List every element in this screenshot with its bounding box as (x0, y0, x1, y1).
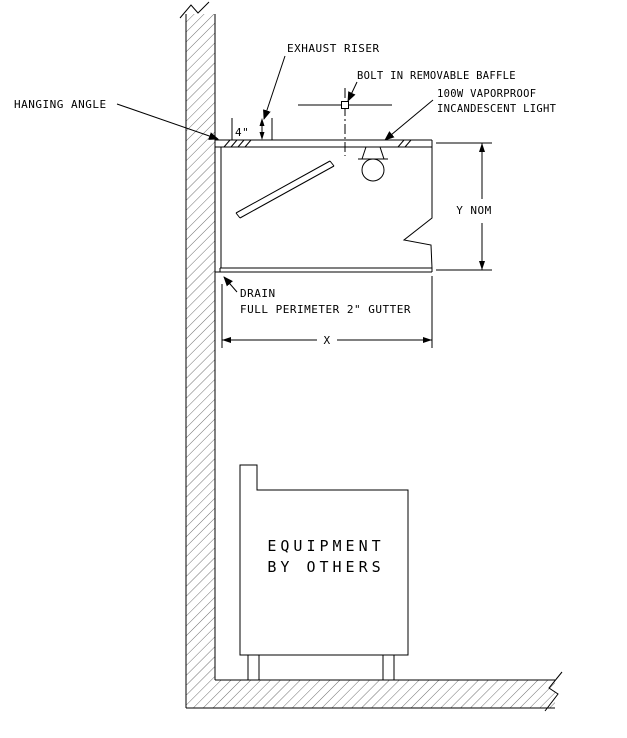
dimension-x (221, 276, 433, 348)
exhaust-riser-label: EXHAUST RISER (287, 42, 380, 55)
removable-baffle (235, 160, 335, 219)
light-label-line2: INCANDESCENT LIGHT (437, 103, 557, 115)
riser-height-dimension (259, 118, 265, 140)
equipment-label-line1: EQUIPMENT (267, 537, 384, 555)
floor-right-break-icon (544, 671, 563, 712)
leader-hanging-angle (116, 103, 219, 140)
light-neck-right (379, 146, 385, 160)
floor-hatch (186, 680, 555, 708)
equipment-legs (247, 655, 395, 680)
wall-hatch (186, 14, 215, 680)
dim-y-arrow-top-icon (479, 143, 485, 152)
wall-section (179, 1, 216, 708)
dimension-y (436, 142, 492, 271)
dim-y-label: Y NOM (456, 204, 492, 217)
leader-light (384, 99, 434, 141)
hood-front-profile (402, 147, 433, 269)
hood-body (215, 147, 433, 273)
baffle-cap-low (235, 212, 241, 219)
hanging-angle-ticks (223, 139, 412, 148)
bolt-baffle-label: BOLT IN REMOVABLE BAFFLE (357, 70, 516, 82)
light-label-line1: 100W VAPORPROOF (437, 88, 536, 100)
riser-dim-arrow-down-icon (259, 132, 265, 140)
gutter-label: FULL PERIMETER 2" GUTTER (240, 303, 411, 316)
dim-x-arrow-right-icon (423, 337, 432, 343)
bolt-centerline-group (298, 88, 392, 156)
light-bulb-icon (361, 158, 385, 182)
floor-section (186, 671, 563, 712)
riser-height-label: 4" (235, 126, 249, 139)
baffle-line-lower (239, 165, 335, 219)
equipment-body (239, 464, 409, 656)
baffle-cap-high (329, 160, 335, 167)
drain-label: DRAIN (240, 287, 276, 300)
leader-exhaust-riser (263, 55, 286, 120)
light-fixture (358, 146, 388, 182)
leader-lines (116, 55, 434, 293)
bolt-symbol-icon (341, 101, 349, 109)
riser-dim-arrow-up-icon (259, 118, 265, 126)
dim-x-label: X (323, 334, 330, 347)
leader-drain (223, 276, 238, 293)
baffle-line-upper (235, 160, 331, 214)
equipment-label-line2: BY OTHERS (267, 558, 384, 576)
hanging-angle-label: HANGING ANGLE (14, 98, 107, 111)
leader-bolt-baffle (347, 81, 358, 102)
hood-top-panel (215, 139, 433, 148)
exhaust-riser (231, 118, 273, 140)
light-neck-left (361, 146, 367, 160)
dim-x-arrow-left-icon (222, 337, 231, 343)
equipment-outline (239, 464, 409, 680)
wall-top-break-icon (179, 1, 210, 19)
dim-y-arrow-bottom-icon (479, 261, 485, 270)
